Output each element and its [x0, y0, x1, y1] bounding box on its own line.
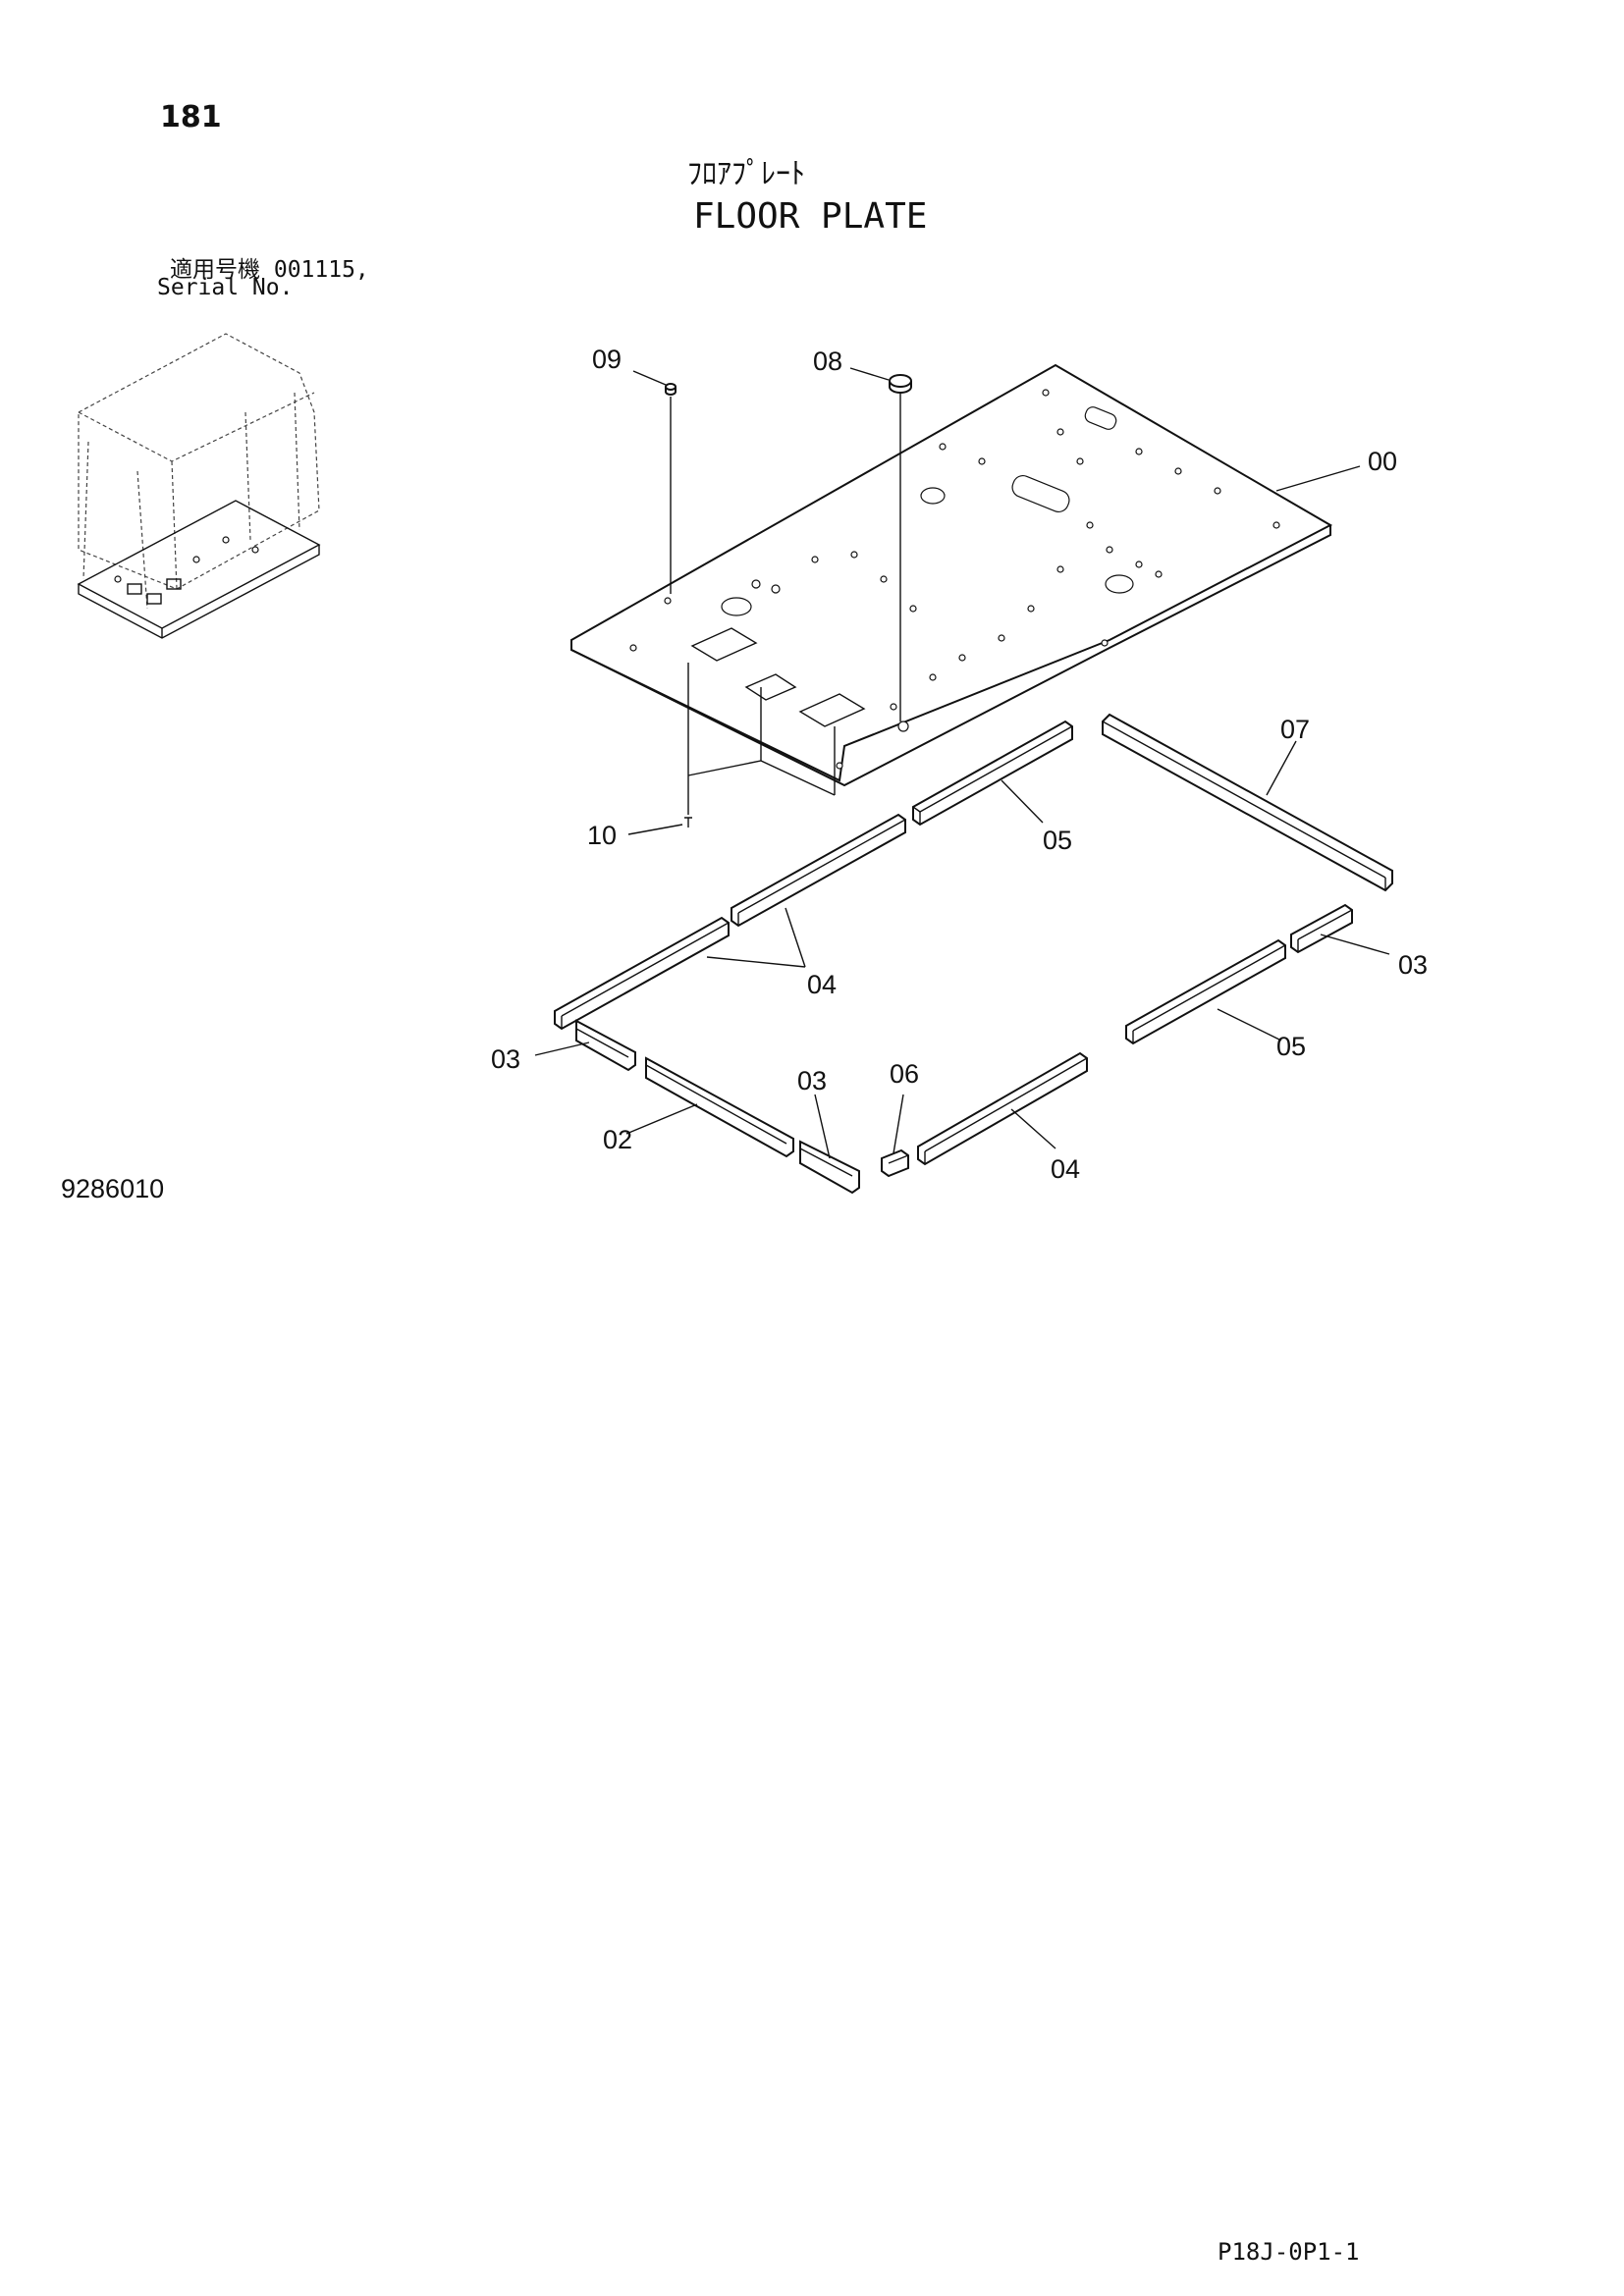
page-code: P18J-0P1-1	[1218, 2238, 1360, 2266]
part-label-04-lower: 04	[1051, 1154, 1080, 1184]
part-label-07: 07	[1280, 715, 1310, 744]
page-number: 181	[160, 100, 222, 134]
part-label-10: 10	[587, 821, 617, 850]
part-label-03-left: 03	[491, 1044, 520, 1074]
drawing-number: 9286010	[61, 1174, 165, 1203]
cab-overview-thumbnail	[77, 333, 321, 639]
seal-strips	[554, 713, 1393, 1195]
serial-applicable-label: 適用号機 001115,	[170, 257, 369, 283]
title-english: FLOOR PLATE	[693, 196, 928, 237]
part-label-00: 00	[1368, 447, 1397, 476]
part-label-09: 09	[592, 345, 622, 374]
part-label-08: 08	[813, 347, 842, 376]
part-label-04-upper: 04	[807, 970, 837, 999]
part-label-06: 06	[890, 1059, 919, 1089]
serial-no-label: Serial No.	[157, 275, 294, 300]
leader-lines	[534, 367, 1390, 1159]
title-japanese: ﾌﾛｱﾌﾟﾚｰﾄ	[687, 157, 805, 191]
part-grommet-08	[889, 374, 912, 721]
part-label-05-upper: 05	[1043, 826, 1072, 855]
part-label-03-bottom: 03	[797, 1066, 827, 1095]
part-plug-09	[665, 383, 677, 594]
part-label-03-right: 03	[1398, 950, 1428, 980]
part-label-05-lower: 05	[1276, 1032, 1306, 1061]
floor-plate-main	[570, 363, 1333, 787]
part-label-02: 02	[603, 1125, 632, 1154]
part-bolt-10	[684, 663, 836, 828]
